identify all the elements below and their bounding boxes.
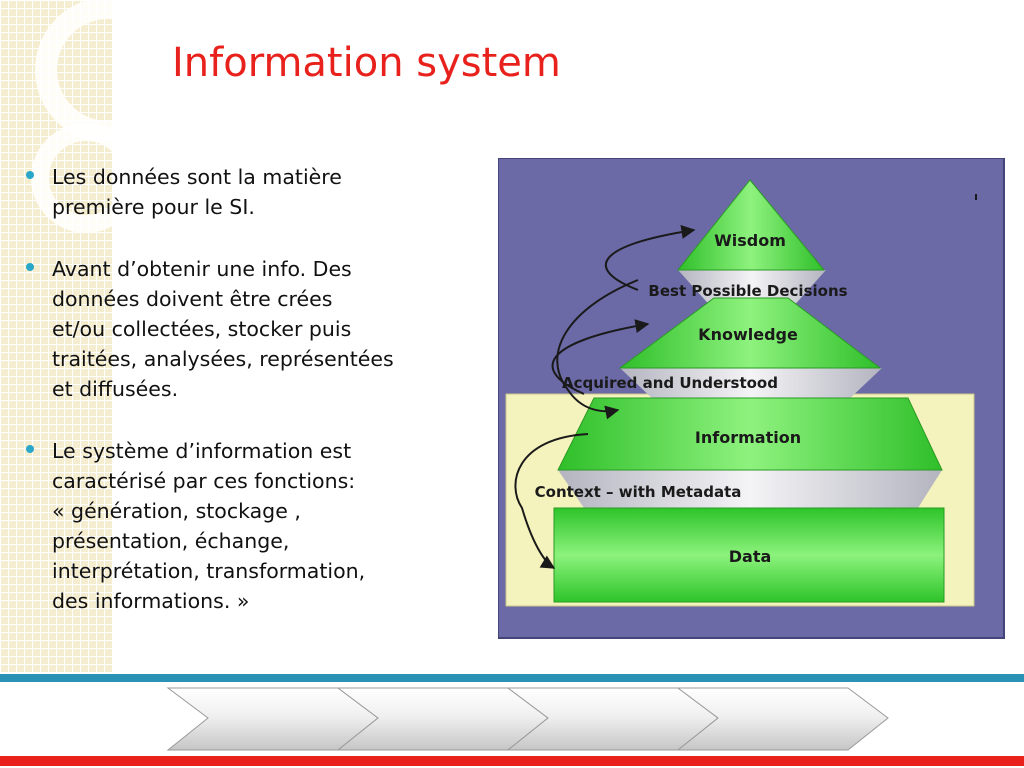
curved-arrow-to-knowledge <box>551 319 650 395</box>
curved-arrow-to-information <box>556 279 639 420</box>
footer-red-bar <box>0 756 1024 766</box>
data-level <box>553 507 945 603</box>
best-decisions-label: Best Possible Decisions <box>648 282 847 300</box>
bullet-line: « génération, stockage , <box>52 499 301 523</box>
curved-arrow-to-wisdom <box>605 225 696 291</box>
bullet-line: interprétation, transformation, <box>52 559 366 583</box>
curved-arrow-from-data <box>514 433 589 569</box>
bullet-line: Les données sont la matière <box>52 165 342 189</box>
bullet-line: présentation, échange, <box>52 529 290 553</box>
bullet-line: caractérisé par ces fonctions: <box>52 469 356 493</box>
wisdom-label: Wisdom <box>714 231 786 250</box>
knowledge-label: Knowledge <box>698 325 798 344</box>
bullet-line: Le système d’information est <box>52 439 352 463</box>
bullet-item: Les données sont la matière première pou… <box>22 162 462 222</box>
decorative-rings <box>31 0 140 233</box>
knowledge-level <box>618 297 882 369</box>
acquired-band <box>620 368 882 402</box>
bullet-item: Avant d’obtenir une info. Des données do… <box>22 254 462 404</box>
bullet-line: et diffusées. <box>52 377 179 401</box>
context-metadata-label: Context – with Metadata <box>535 483 742 501</box>
bullet-list: Les données sont la matière première pou… <box>22 162 462 648</box>
bullet-item: Le système d’information est caractérisé… <box>22 436 462 616</box>
slide-title: Information system <box>172 40 561 86</box>
bullet-line: données doivent être crées <box>52 287 333 311</box>
context-metadata-band <box>558 470 942 508</box>
bullet-line: première pour le SI. <box>52 195 255 219</box>
footer-teal-bar <box>0 674 1024 682</box>
acquired-label: Acquired and Understood <box>562 374 778 392</box>
bullet-line: des informations. » <box>52 589 250 613</box>
chevron-arrow-icon <box>166 687 379 751</box>
bullet-line: Avant d’obtenir une info. Des <box>52 257 352 281</box>
information-level <box>557 397 943 471</box>
bullet-line: et/ou collectées, stocker puis <box>52 317 352 341</box>
footer-decoration <box>0 674 1024 766</box>
wisdom-level <box>676 179 826 271</box>
bullet-line: traitées, analysées, représentées <box>52 347 394 371</box>
dikw-pyramid-diagram: Wisdom Best Possible Decisions Knowledge… <box>498 158 1005 639</box>
information-label: Information <box>695 428 801 447</box>
chevron-arrow-icon <box>676 687 889 751</box>
data-label: Data <box>729 547 772 566</box>
bullet-dot-icon <box>26 171 34 179</box>
bullet-dot-icon <box>26 263 34 271</box>
bullet-dot-icon <box>26 445 34 453</box>
